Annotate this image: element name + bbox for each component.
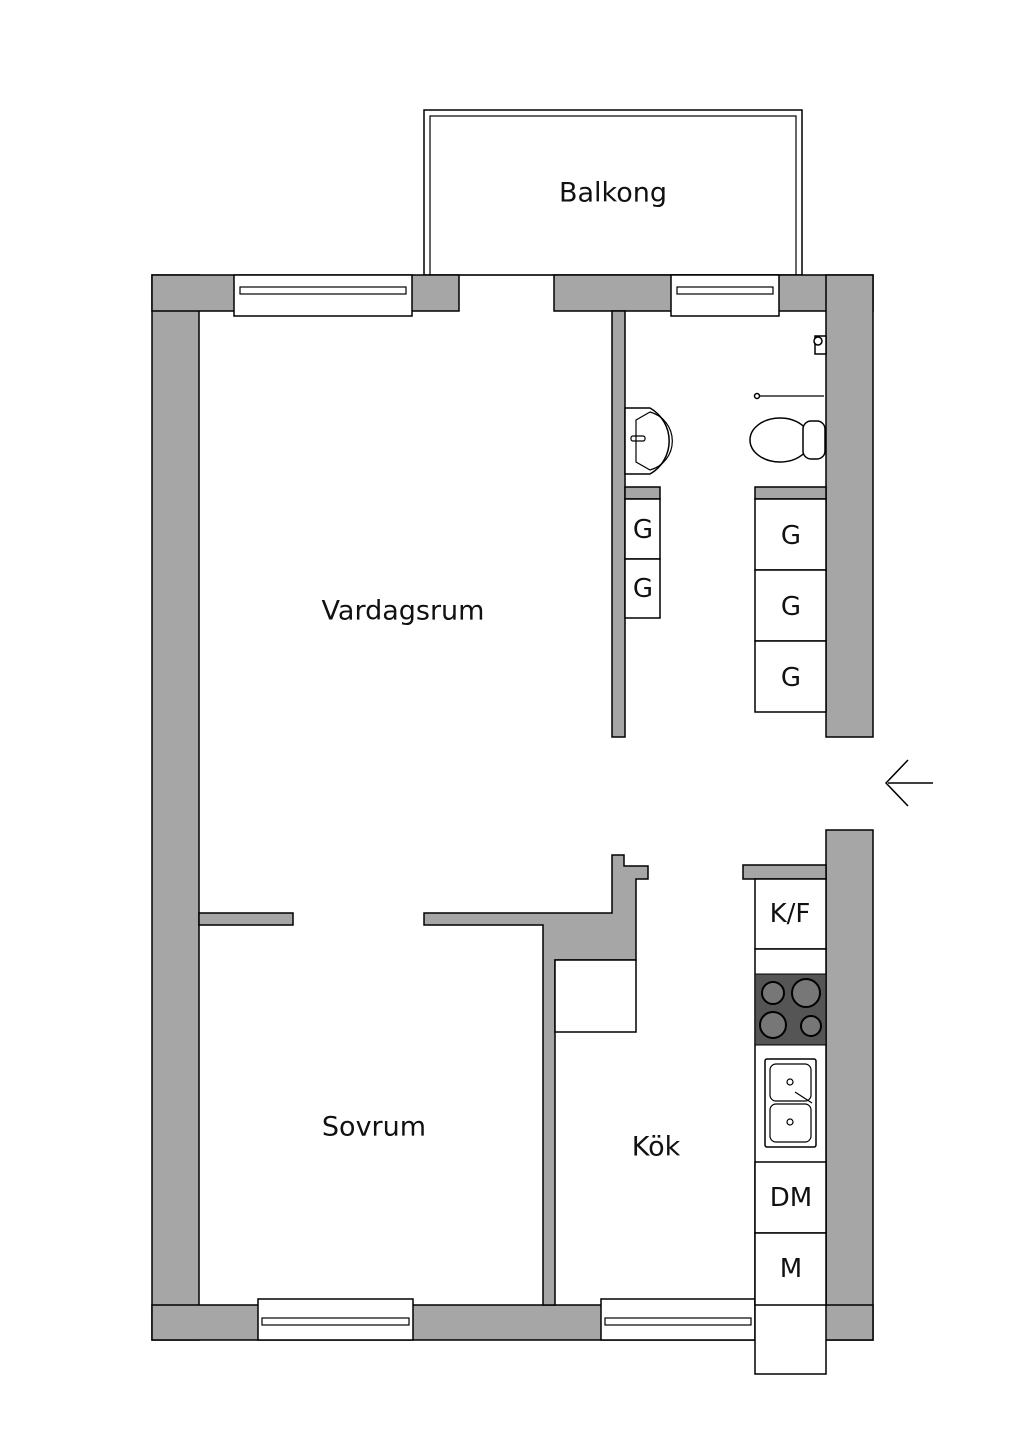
toilet-icon <box>749 392 826 463</box>
entrance-arrow-icon <box>884 759 933 807</box>
dishwasher-label: DM <box>769 1183 813 1213</box>
closets <box>554 498 827 1033</box>
microwave-label: M <box>779 1254 803 1284</box>
shower-icon <box>813 335 827 355</box>
balcony <box>423 109 803 276</box>
closet-label: G <box>632 515 654 545</box>
room-label-living-room: Vardagsrum <box>321 595 485 627</box>
windows <box>233 274 780 1341</box>
internal-walls <box>198 310 827 1306</box>
stove-icon <box>754 973 827 1046</box>
closet-label: G <box>780 592 802 622</box>
closet-label: G <box>632 574 654 604</box>
room-label-kitchen: Kök <box>631 1131 681 1163</box>
sink-icon <box>764 1058 817 1148</box>
closet-label: G <box>780 521 802 551</box>
fridge-freezer-label: K/F <box>769 899 811 929</box>
room-label-balcony: Balkong <box>558 177 668 209</box>
washbasin-icon <box>624 407 673 475</box>
closet-label: G <box>780 663 802 693</box>
room-label-bedroom: Sovrum <box>321 1111 427 1143</box>
